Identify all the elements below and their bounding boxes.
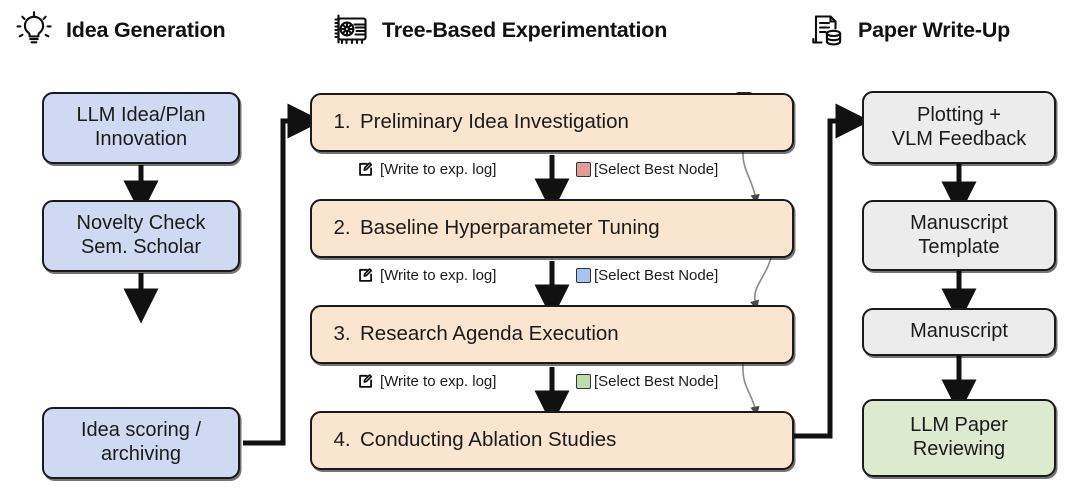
box-step-4[interactable]: 4. Conducting Ablation Studies bbox=[310, 411, 794, 470]
edit-pencil-icon bbox=[359, 374, 373, 388]
step-title: Baseline Hyperparameter Tuning bbox=[360, 216, 660, 240]
select-node-swatch bbox=[576, 374, 591, 389]
document-database-icon bbox=[812, 15, 842, 46]
arrow-scoring-to-step1 bbox=[243, 103, 323, 446]
edit-pencil-icon bbox=[359, 268, 373, 282]
lightbulb-icon bbox=[16, 11, 52, 44]
arrow-step4-to-plotting bbox=[794, 103, 871, 439]
column-title: Paper Write-Up bbox=[858, 17, 1011, 42]
caption-text: [Write to exp. log] bbox=[380, 161, 497, 178]
step-number: 2. bbox=[333, 216, 351, 240]
curve-bestnode-2-to-3 bbox=[750, 249, 774, 311]
select-node-swatch bbox=[576, 162, 591, 177]
select-node-swatch bbox=[576, 268, 591, 283]
caption-text: [Select Best Node] bbox=[594, 161, 719, 178]
edit-pencil-icon bbox=[359, 162, 373, 176]
curve-bestnode-3-to-4 bbox=[742, 355, 760, 417]
gpu-card-icon bbox=[334, 14, 367, 45]
column-header-idea-generation: Idea Generation bbox=[14, 6, 226, 54]
box-llm-idea-plan[interactable]: LLM Idea/Plan Innovation bbox=[42, 92, 240, 164]
column-title: Idea Generation bbox=[66, 17, 226, 42]
step-number: 1. bbox=[333, 110, 351, 134]
column-header-tree-based-experimentation: Tree-Based Experimentation bbox=[330, 6, 667, 54]
box-llm-paper-reviewing[interactable]: LLM Paper Reviewing bbox=[862, 399, 1056, 477]
caption-write-log-3: [Write to exp. log] bbox=[358, 373, 496, 390]
caption-text: [Select Best Node] bbox=[594, 373, 719, 390]
box-novelty-check[interactable]: Novelty Check Sem. Scholar bbox=[42, 200, 240, 272]
box-step-2[interactable]: 2. Baseline Hyperparameter Tuning bbox=[310, 199, 794, 258]
step-title: Research Agenda Execution bbox=[360, 322, 619, 346]
box-label: LLM Paper Reviewing bbox=[910, 414, 1008, 460]
box-step-3[interactable]: 3. Research Agenda Execution bbox=[310, 305, 794, 364]
box-manuscript-template[interactable]: Manuscript Template bbox=[862, 200, 1056, 271]
caption-text: [Write to exp. log] bbox=[380, 267, 497, 284]
caption-select-node-3: [Select Best Node] bbox=[576, 373, 718, 390]
box-label: Idea scoring / archiving bbox=[80, 419, 202, 465]
box-label: Novelty Check Sem. Scholar bbox=[76, 212, 206, 258]
step-title: Preliminary Idea Investigation bbox=[360, 110, 629, 134]
box-plotting-vlm-feedback[interactable]: Plotting + VLM Feedback bbox=[862, 91, 1056, 164]
box-label: Manuscript bbox=[910, 320, 1008, 343]
box-manuscript[interactable]: Manuscript bbox=[862, 308, 1056, 356]
caption-select-node-1: [Select Best Node] bbox=[576, 161, 718, 178]
caption-text: [Select Best Node] bbox=[594, 267, 719, 284]
box-label: Plotting + VLM Feedback bbox=[891, 103, 1027, 150]
column-title: Tree-Based Experimentation bbox=[382, 17, 668, 42]
box-label: Manuscript Template bbox=[910, 211, 1008, 258]
caption-text: [Write to exp. log] bbox=[380, 373, 497, 390]
caption-write-log-2: [Write to exp. log] bbox=[358, 267, 496, 284]
box-step-1[interactable]: 1. Preliminary Idea Investigation bbox=[310, 93, 794, 152]
box-idea-scoring[interactable]: Idea scoring / archiving bbox=[42, 407, 240, 479]
caption-write-log-1: [Write to exp. log] bbox=[358, 161, 496, 178]
column-header-paper-write-up: Paper Write-Up bbox=[806, 6, 1010, 54]
step-number: 4. bbox=[333, 428, 351, 452]
caption-select-node-2: [Select Best Node] bbox=[576, 267, 718, 284]
step-number: 3. bbox=[333, 322, 351, 346]
step-title: Conducting Ablation Studies bbox=[360, 428, 617, 452]
box-label: LLM Idea/Plan Innovation bbox=[76, 104, 206, 150]
